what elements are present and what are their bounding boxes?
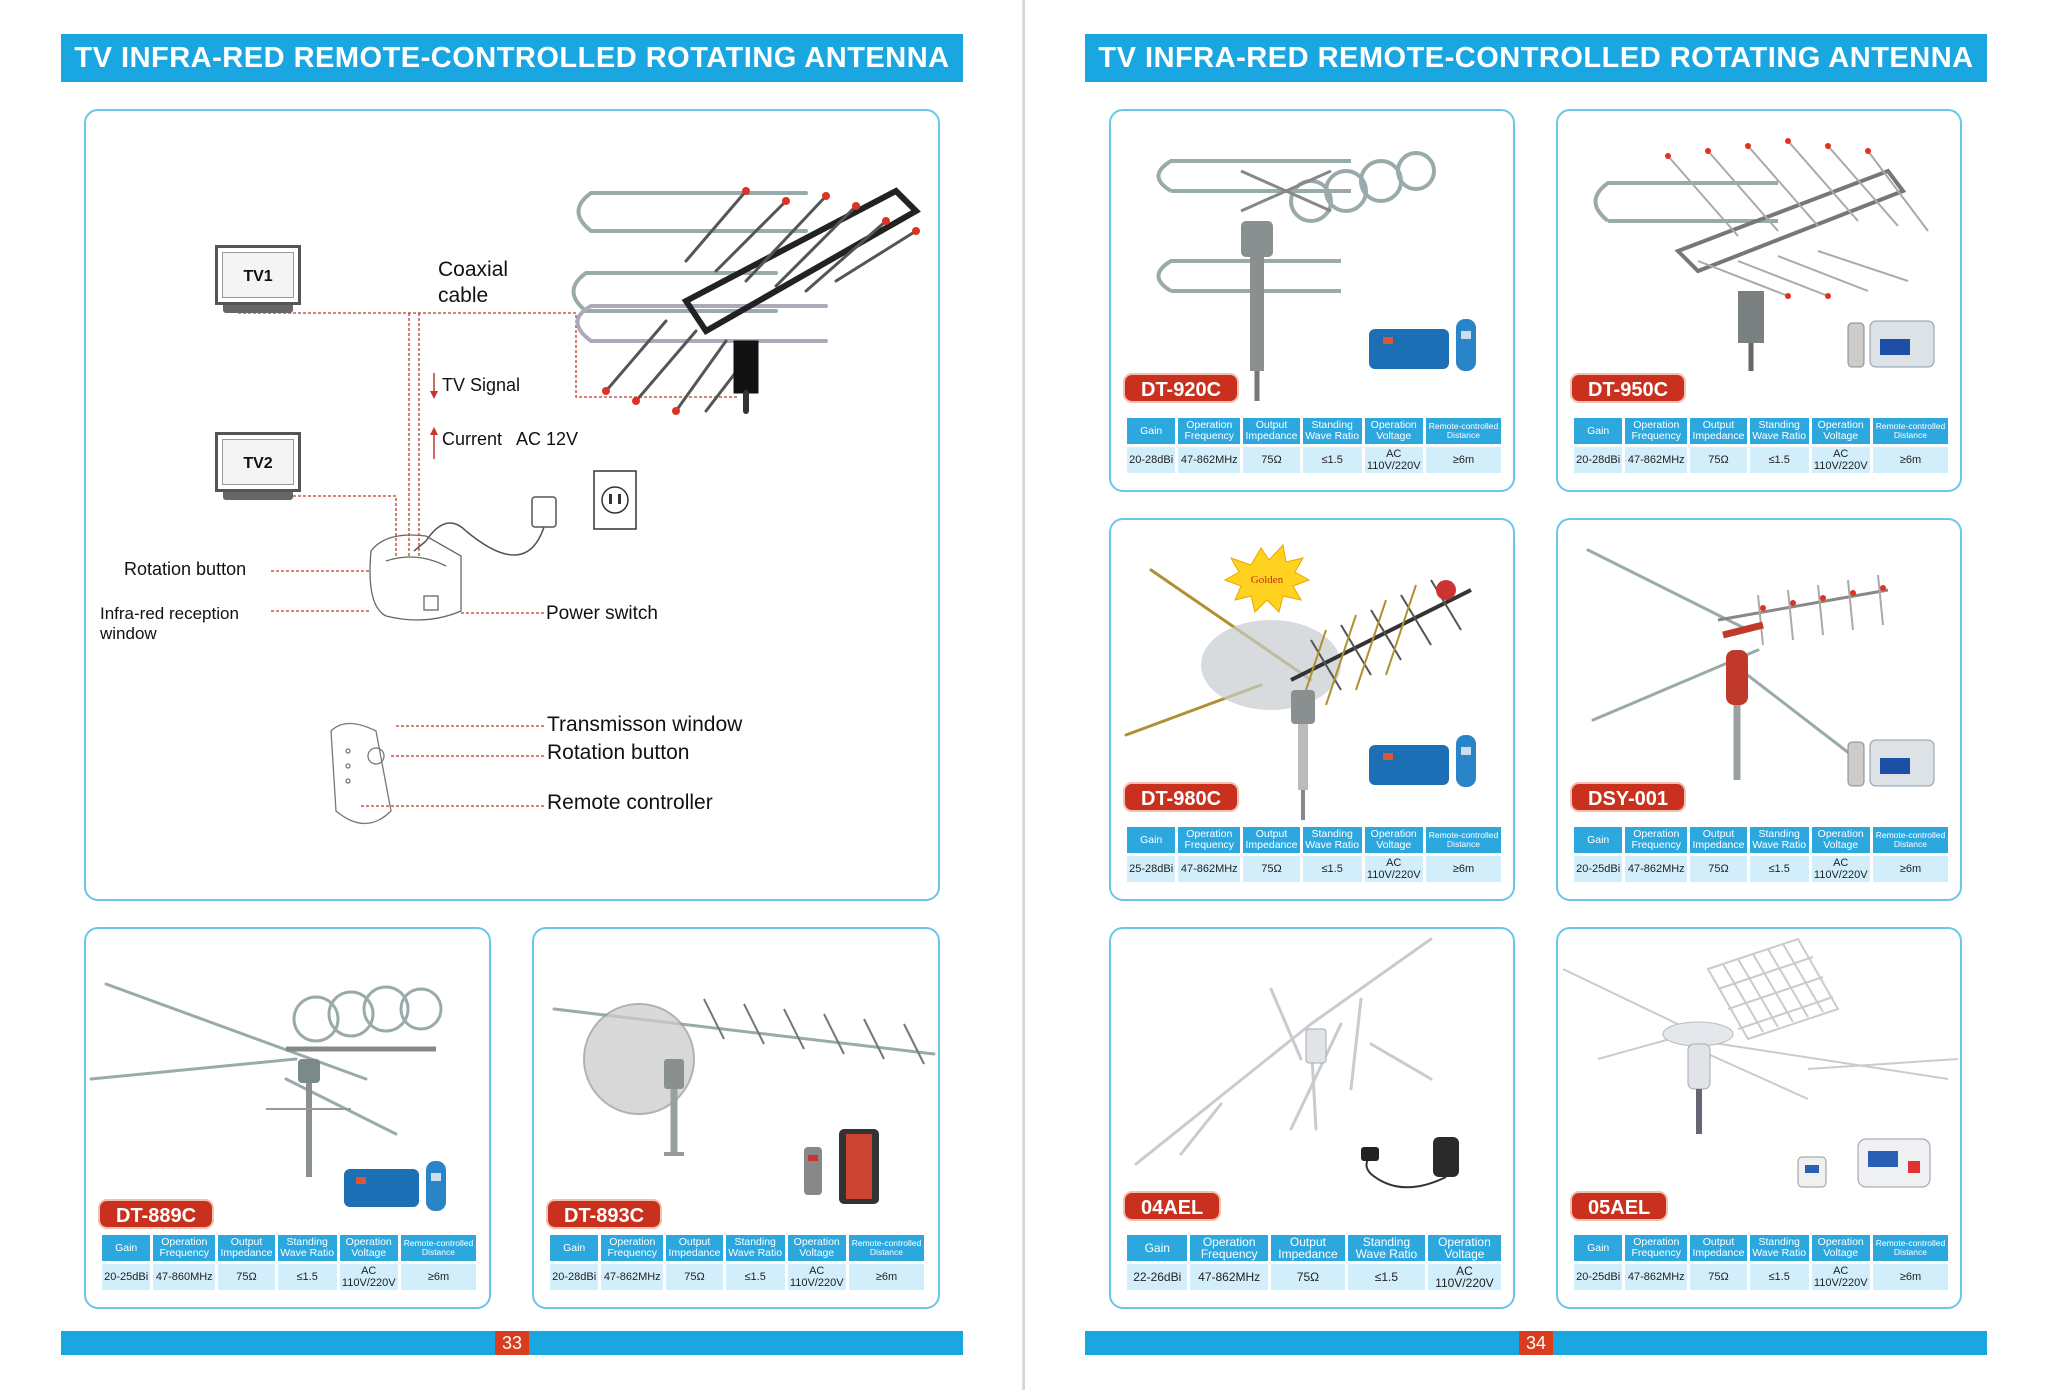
control-box-illustration	[1857, 1138, 1931, 1188]
remote-controller-label: Remote controller	[547, 791, 713, 814]
page-gutter	[1022, 0, 1026, 1390]
current-label: Current AC 12V	[442, 429, 579, 449]
antenna-photo	[1586, 548, 1935, 787]
remote-illustration	[1797, 1156, 1827, 1188]
footer-bar-left: 33	[61, 1331, 963, 1355]
golden-badge-icon: Golden	[1223, 543, 1311, 613]
page-number-left: 33	[495, 1331, 529, 1355]
remote-illustration	[1456, 319, 1476, 371]
receiver-unit-illustration	[369, 534, 462, 621]
model-badge: DT-920C	[1123, 373, 1240, 403]
model-badge: 05AEL	[1570, 1191, 1669, 1221]
control-box-illustration	[1369, 745, 1449, 785]
remote-illustration	[1847, 322, 1865, 368]
page-title-right: TV INFRA-RED REMOTE-CONTROLLED ROTATING …	[1085, 34, 1987, 82]
control-box-illustration	[839, 1129, 879, 1204]
page-33: TV INFRA-RED REMOTE-CONTROLLED ROTATING …	[0, 0, 1023, 1390]
model-badge: DT-889C	[98, 1199, 215, 1229]
control-box-illustration	[1869, 739, 1935, 787]
footer-bar-right: 34	[1085, 1331, 1987, 1355]
model-badge: DT-893C	[546, 1199, 663, 1229]
tv1-illustration: TV1	[215, 245, 301, 313]
wall-socket-illustration	[593, 470, 637, 530]
tv1-label: TV1	[243, 268, 273, 285]
tv2-label: TV2	[243, 455, 273, 472]
power-adapter-illustration	[413, 496, 557, 556]
antenna-photo	[89, 982, 446, 1211]
diagram-wiring	[238, 187, 921, 824]
antenna-photo: Golden	[1124, 543, 1476, 820]
tv2-illustration: TV2	[215, 432, 301, 500]
antenna-photo	[1156, 151, 1476, 401]
antenna-photo	[1134, 937, 1459, 1189]
antenna-photo	[552, 998, 936, 1204]
model-badge: DSY-001	[1570, 782, 1687, 812]
remote-illustration	[804, 1147, 822, 1195]
antenna-illustration	[571, 187, 921, 415]
control-box-illustration	[1369, 329, 1449, 369]
page-title-left: TV INFRA-RED REMOTE-CONTROLLED ROTATING …	[61, 34, 963, 82]
remote-illustration	[1456, 735, 1476, 787]
transmission-window-label: Transmisson window	[547, 713, 743, 736]
svg-text:Golden: Golden	[1251, 574, 1284, 586]
control-box-illustration	[1869, 320, 1935, 368]
remote-illustration	[330, 722, 392, 824]
model-badge: 04AEL	[1123, 1191, 1222, 1221]
rotation-button-label: Rotation button	[124, 559, 247, 579]
model-badge: DT-950C	[1570, 373, 1687, 403]
model-badge: DT-980C	[1123, 782, 1240, 812]
antenna-photo	[1562, 937, 1959, 1188]
page-number-right: 34	[1519, 1331, 1553, 1355]
power-adapter-illustration	[1361, 1137, 1459, 1189]
tv-signal-label: TV Signal	[442, 375, 521, 395]
remote-illustration	[1847, 741, 1865, 787]
power-switch-label: Power switch	[546, 603, 658, 624]
remote-rotation-button-label: Rotation button	[547, 741, 690, 764]
antenna-photo	[1593, 138, 1935, 371]
page-34: TV INFRA-RED REMOTE-CONTROLLED ROTATING …	[1025, 0, 2048, 1390]
control-box-illustration	[344, 1169, 419, 1207]
remote-illustration	[426, 1161, 446, 1211]
